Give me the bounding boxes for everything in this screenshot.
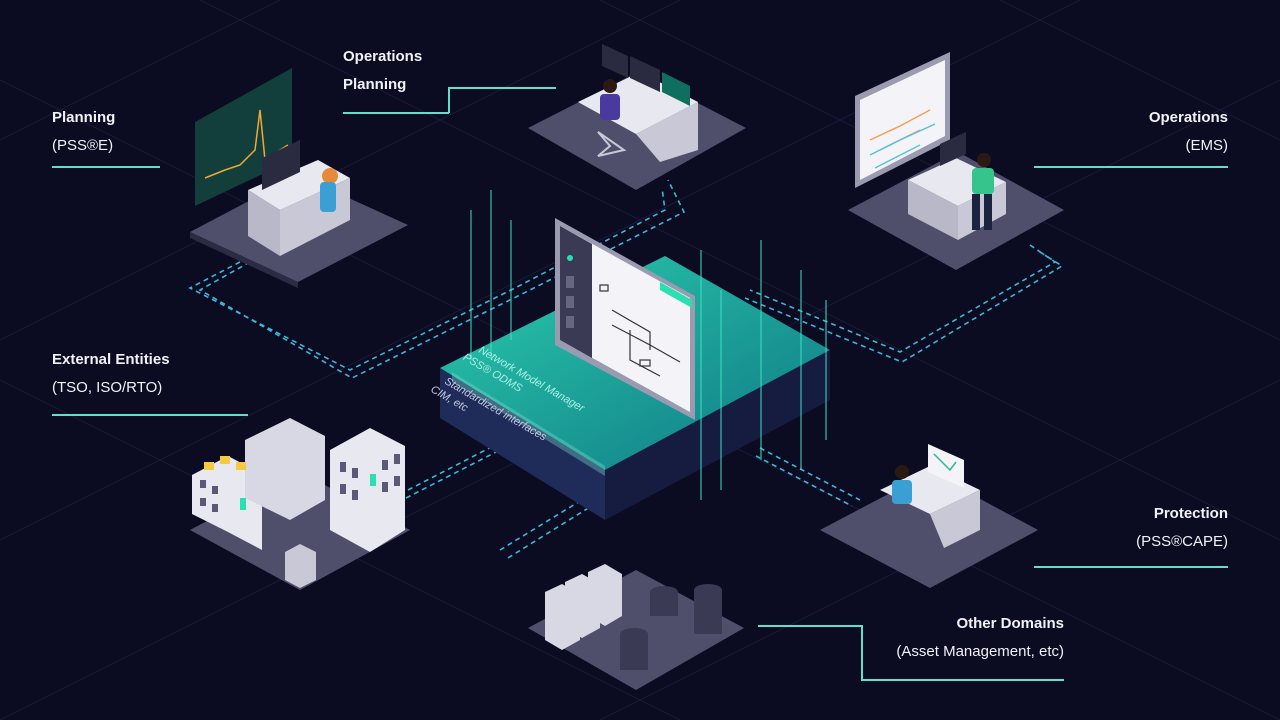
planning-station (190, 68, 408, 288)
protection-label: Protection (PSS®CAPE) (1136, 500, 1228, 556)
operations-planning-title: Operations (343, 48, 423, 65)
other-domains-label: Other Domains (Asset Management, etc) (896, 610, 1064, 666)
planning-sub: (PSS®E) (52, 137, 114, 154)
operations-planning-label: Operations Planning (343, 43, 422, 99)
external-entities-buildings (190, 418, 410, 590)
operations-label: Operations (EMS) (1149, 104, 1228, 160)
other-domains-title: Other Domains (956, 615, 1064, 632)
operations-title: Operations (1148, 109, 1228, 126)
operations-underline (1034, 166, 1228, 168)
other-domains-underline-b (861, 625, 863, 680)
planning-label: Planning (PSS®E) (52, 104, 115, 160)
operations-planning-sub: Planning (343, 76, 407, 93)
operations-station (848, 52, 1064, 270)
protection-sub: (PSS®CAPE) (1136, 533, 1228, 550)
external-entities-label: External Entities (TSO, ISO/RTO) (52, 346, 170, 402)
other-domains-underline-a (758, 625, 862, 627)
protection-station (820, 444, 1038, 588)
other-domains-underline-c (861, 679, 1064, 681)
external-entities-underline (52, 414, 248, 416)
other-domains-sub: (Asset Management, etc) (896, 643, 1064, 660)
other-domains-datacenter (528, 564, 744, 690)
protection-title: Protection (1153, 505, 1228, 522)
external-entities-sub: (TSO, ISO/RTO) (52, 379, 163, 396)
operations-sub: (EMS) (1185, 137, 1229, 154)
planning-underline (52, 166, 160, 168)
central-hub: Network Model Manager PSS® ODMS Standard… (428, 190, 830, 520)
external-entities-title: External Entities (52, 351, 170, 368)
planning-title: Planning (52, 109, 116, 126)
operations-planning-underline-b (448, 87, 450, 113)
operations-planning-underline-c (448, 87, 556, 89)
operations-planning-station (528, 44, 746, 190)
operations-planning-underline-a (343, 112, 449, 114)
protection-underline (1034, 566, 1228, 568)
